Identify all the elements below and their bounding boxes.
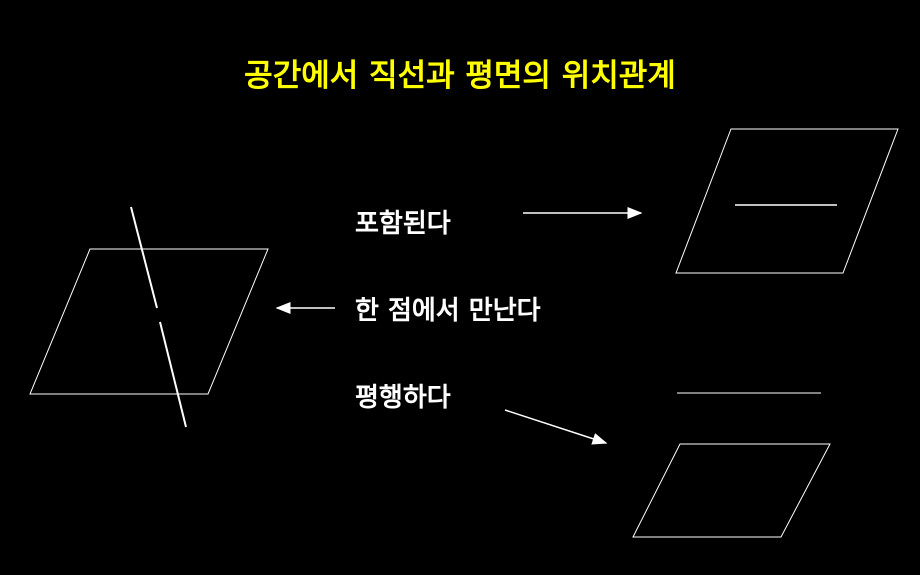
arrow-parallel: [504, 409, 608, 445]
label-contained: 포함된다: [355, 209, 451, 239]
plane-parallel: [632, 443, 831, 538]
line-intersect-lower: [159, 321, 187, 428]
plane-contained: [675, 128, 899, 274]
line-intersect-upper: [130, 206, 158, 309]
label-parallel: 평행하다: [355, 383, 451, 413]
label-intersect: 한 점에서 만난다: [355, 296, 541, 326]
plane-intersect: [29, 248, 269, 395]
slide-title: 공간에서 직선과 평면의 위치관계: [244, 58, 676, 94]
